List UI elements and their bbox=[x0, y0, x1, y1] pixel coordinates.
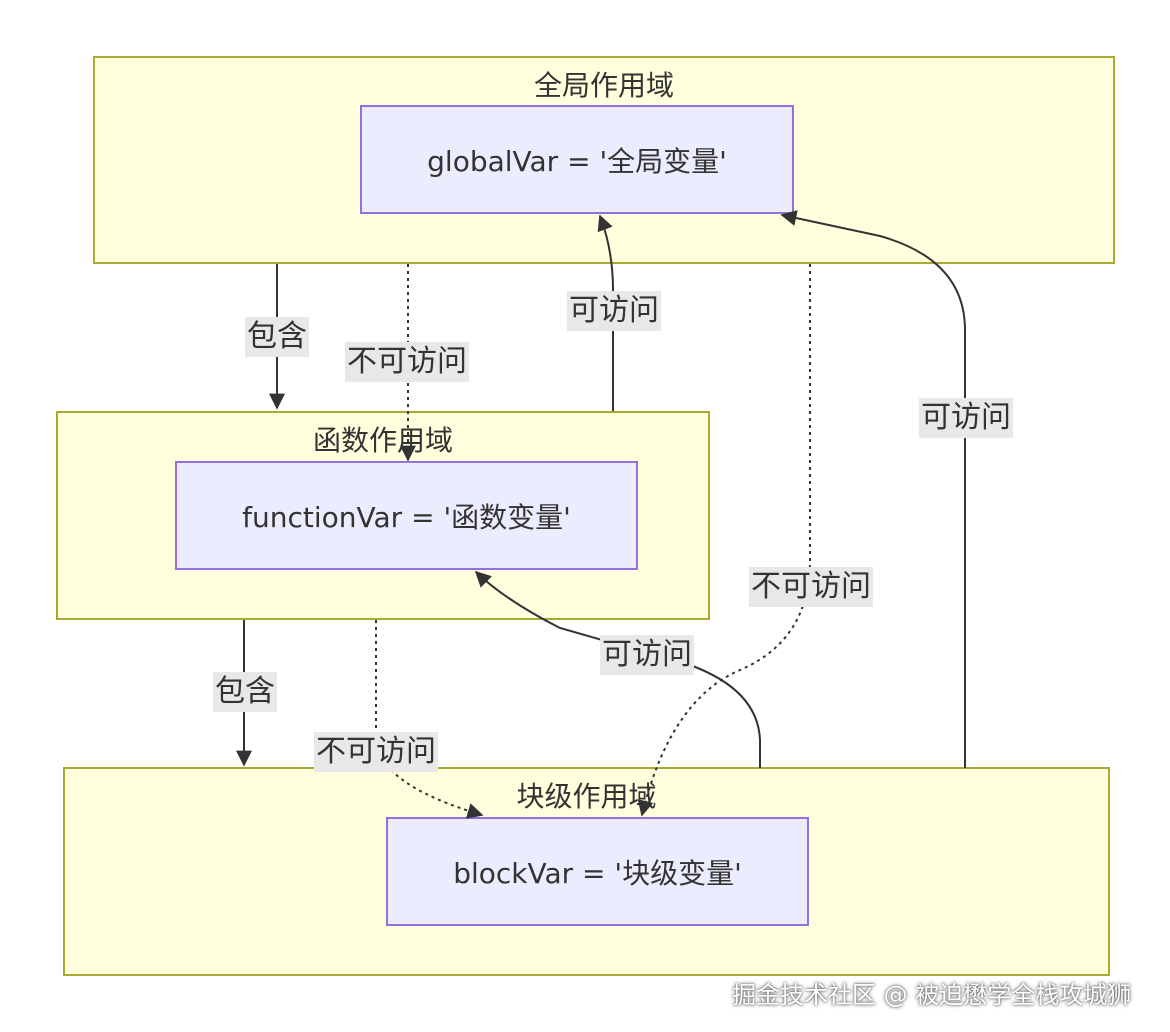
edge-label-contains-2: 包含 bbox=[213, 672, 277, 712]
function-scope-title: 函数作用域 bbox=[312, 424, 453, 457]
edge-access-function-globalvar bbox=[597, 214, 614, 411]
global-var-node[interactable]: globalVar = '全局变量' bbox=[360, 105, 794, 214]
edge-no-access-global-blockvar bbox=[637, 264, 811, 817]
edge-label-access-1: 可访问 bbox=[567, 291, 661, 331]
edge-label-contains-1: 包含 bbox=[245, 317, 309, 357]
block-var-node[interactable]: blockVar = '块级变量' bbox=[386, 817, 809, 926]
edge-label-access-3: 可访问 bbox=[600, 635, 694, 675]
global-scope-title: 全局作用域 bbox=[533, 69, 674, 102]
watermark-text: 掘金技术社区 @ 被迫懋学全栈攻城狮 bbox=[732, 981, 1132, 1009]
edge-no-access-function-blockvar bbox=[375, 620, 484, 819]
edge-label-no-access-3: 不可访问 bbox=[314, 732, 438, 772]
edge-label-no-access-2: 不可访问 bbox=[749, 567, 873, 607]
edge-label-no-access-1: 不可访问 bbox=[345, 342, 469, 382]
function-var-node[interactable]: functionVar = '函数变量' bbox=[175, 461, 638, 570]
edge-label-access-2: 可访问 bbox=[919, 398, 1013, 438]
block-scope-title: 块级作用域 bbox=[516, 780, 657, 813]
edge-access-block-globalvar bbox=[780, 210, 966, 768]
